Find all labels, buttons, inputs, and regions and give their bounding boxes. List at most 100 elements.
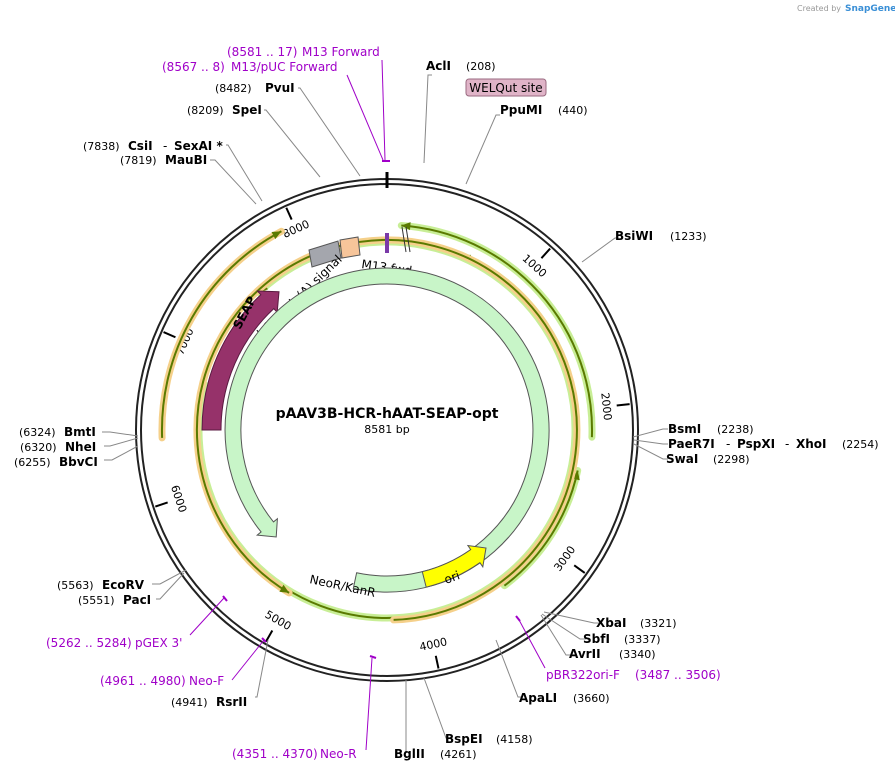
enzyme-bspei[interactable]: BspEI <box>445 732 483 746</box>
enzyme-paer7i-sep1: - <box>726 437 730 451</box>
primer-pbr322-name[interactable]: pBR322ori-F <box>546 668 620 682</box>
primer-neof-range: (4961 .. 4980) <box>100 674 186 688</box>
primer-neor-name[interactable]: Neo-R <box>320 747 357 761</box>
enzyme-bsmi-pos: (2238) <box>717 423 754 436</box>
enzyme-bbvci-pos: (6255) <box>14 456 51 469</box>
leader-lines <box>102 74 668 752</box>
enzyme-swai-pos: (2298) <box>713 453 750 466</box>
orf-left-outer-line <box>160 230 282 438</box>
enzyme-sexai[interactable]: SexAI * <box>174 139 223 153</box>
orf-right-lower-line <box>503 470 579 587</box>
enzyme-csii-pos: (7838) <box>83 140 120 153</box>
enzyme-paer7i[interactable]: PaeR7I <box>668 437 715 451</box>
m13fwd-feature[interactable] <box>385 233 389 253</box>
enzyme-bsiwi-pos: (1233) <box>670 230 707 243</box>
enzyme-bbvci[interactable]: BbvCI <box>59 455 98 469</box>
enzyme-bsmi[interactable]: BsmI <box>668 422 701 436</box>
tick-label-8000: 8000 <box>281 217 312 240</box>
enzyme-rsrii-pos: (4941) <box>171 696 208 709</box>
seap-feature[interactable] <box>201 290 280 431</box>
enzyme-paci-pos: (5551) <box>78 594 115 607</box>
enzyme-xhoi[interactable]: XhoI <box>796 437 827 451</box>
enzyme-ecorv[interactable]: EcoRV <box>102 578 145 592</box>
enzyme-avrii-pos: (3340) <box>619 648 656 661</box>
primer-neof-name[interactable]: Neo-F <box>189 674 224 688</box>
tick-mark-6000 <box>155 501 168 508</box>
neo-feature[interactable] <box>224 267 550 593</box>
tick-mark-8000 <box>285 207 293 221</box>
enzyme-avrii[interactable]: AvrII <box>569 647 601 661</box>
plasmid-name: pAAV3B-HCR-hAAT-SEAP-opt <box>276 406 499 422</box>
enzyme-xbai-pos: (3321) <box>640 617 677 630</box>
tick-label-3000: 3000 <box>551 543 578 573</box>
enzyme-bglii-pos: (4261) <box>440 748 477 761</box>
enzyme-nhei-pos: (6320) <box>20 441 57 454</box>
orf-left-outer-head <box>271 231 282 240</box>
enzyme-bsiwi[interactable]: BsiWI <box>615 229 653 243</box>
enzyme-xbai[interactable]: XbaI <box>596 616 626 630</box>
orf-right-outer-head <box>401 222 411 231</box>
enzyme-sbfi-pos: (3337) <box>624 633 661 646</box>
tick-label-6000: 6000 <box>168 484 189 515</box>
enzyme-nhei[interactable]: NheI <box>65 440 96 454</box>
enzyme-pvui-pos: (8482) <box>215 82 252 95</box>
enzyme-ppumi-pos: (440) <box>558 104 588 117</box>
tick-mark-2000 <box>616 403 630 407</box>
itr-feature[interactable] <box>339 236 361 259</box>
enzyme-ppumi[interactable]: PpuMI <box>500 103 542 117</box>
orf-bottom-line <box>195 239 578 621</box>
bgh-feature[interactable] <box>308 240 342 268</box>
plasmid-size: 8581 bp <box>364 423 409 436</box>
enzyme-acli[interactable]: AclI <box>426 59 451 73</box>
enzyme-paer7i-sep2: - <box>785 437 789 451</box>
ori-label: ori <box>442 568 461 586</box>
primer-m13fwd-name[interactable]: M13 Forward <box>302 45 380 59</box>
tick-label-5000: 5000 <box>263 608 294 633</box>
enzyme-bglii[interactable]: BglII <box>394 747 425 761</box>
primer-m13puc-range: (8567 .. 8) <box>162 60 225 74</box>
enzyme-spei-pos: (8209) <box>187 104 224 117</box>
tick-mark-7000 <box>163 331 176 339</box>
break-mark-1 <box>401 226 407 253</box>
primer-marks <box>222 160 521 659</box>
enzyme-rsrii[interactable]: RsrII <box>216 695 247 709</box>
enzyme-bspei-pos: (4158) <box>496 733 533 746</box>
orf-right-outer-line <box>401 224 593 438</box>
enzyme-swai[interactable]: SwaI <box>666 452 698 466</box>
enzyme-csii-sep: - <box>163 139 167 153</box>
primer-m13fwd-range: (8581 .. 17) <box>227 45 297 59</box>
enzyme-bmti-pos: (6324) <box>19 426 56 439</box>
enzyme-pvui[interactable]: PvuI <box>265 81 295 95</box>
enzyme-apali[interactable]: ApaLI <box>519 691 557 705</box>
enzyme-sbfi[interactable]: SbfI <box>583 632 610 646</box>
tick-label-2000: 2000 <box>598 392 614 421</box>
watermark-brand: SnapGene <box>845 4 895 14</box>
enzyme-spei[interactable]: SpeI <box>232 103 262 117</box>
primer-pgex3-range: (5262 .. 5284) <box>46 636 132 650</box>
welqut-box[interactable] <box>465 78 547 97</box>
enzyme-paer7i-pos: (2254) <box>842 438 879 451</box>
enzyme-pspxi[interactable]: PspXI <box>737 437 775 451</box>
orf-bottom-head <box>279 584 290 593</box>
primer-pgex3-name[interactable]: pGEX 3' <box>135 636 182 650</box>
primer-pbr322-range: (3487 .. 3506) <box>635 668 721 682</box>
tick-label-4000: 4000 <box>418 635 448 654</box>
tick-mark-5000 <box>264 630 274 643</box>
enzyme-maubi[interactable]: MauBI <box>165 153 207 167</box>
watermark-prefix: Created by <box>797 4 841 13</box>
enzyme-paci[interactable]: PacI <box>123 593 151 607</box>
enzyme-apali-pos: (3660) <box>573 692 610 705</box>
enzyme-csii[interactable]: CsiI <box>128 139 153 153</box>
tick-mark-3000 <box>573 564 586 574</box>
ori-feature[interactable] <box>421 544 487 588</box>
enzyme-bmti[interactable]: BmtI <box>64 425 96 439</box>
primer-m13puc-name[interactable]: M13/pUC Forward <box>231 60 338 74</box>
primer-leader-lines <box>189 59 546 751</box>
enzyme-ecorv-pos: (5563) <box>57 579 94 592</box>
tick-mark-4000 <box>434 655 440 669</box>
tick-mark-1000 <box>540 247 551 259</box>
enzyme-acli-pos: (208) <box>466 60 496 73</box>
break-mark-2 <box>405 226 411 253</box>
orf-layer <box>158 222 596 624</box>
